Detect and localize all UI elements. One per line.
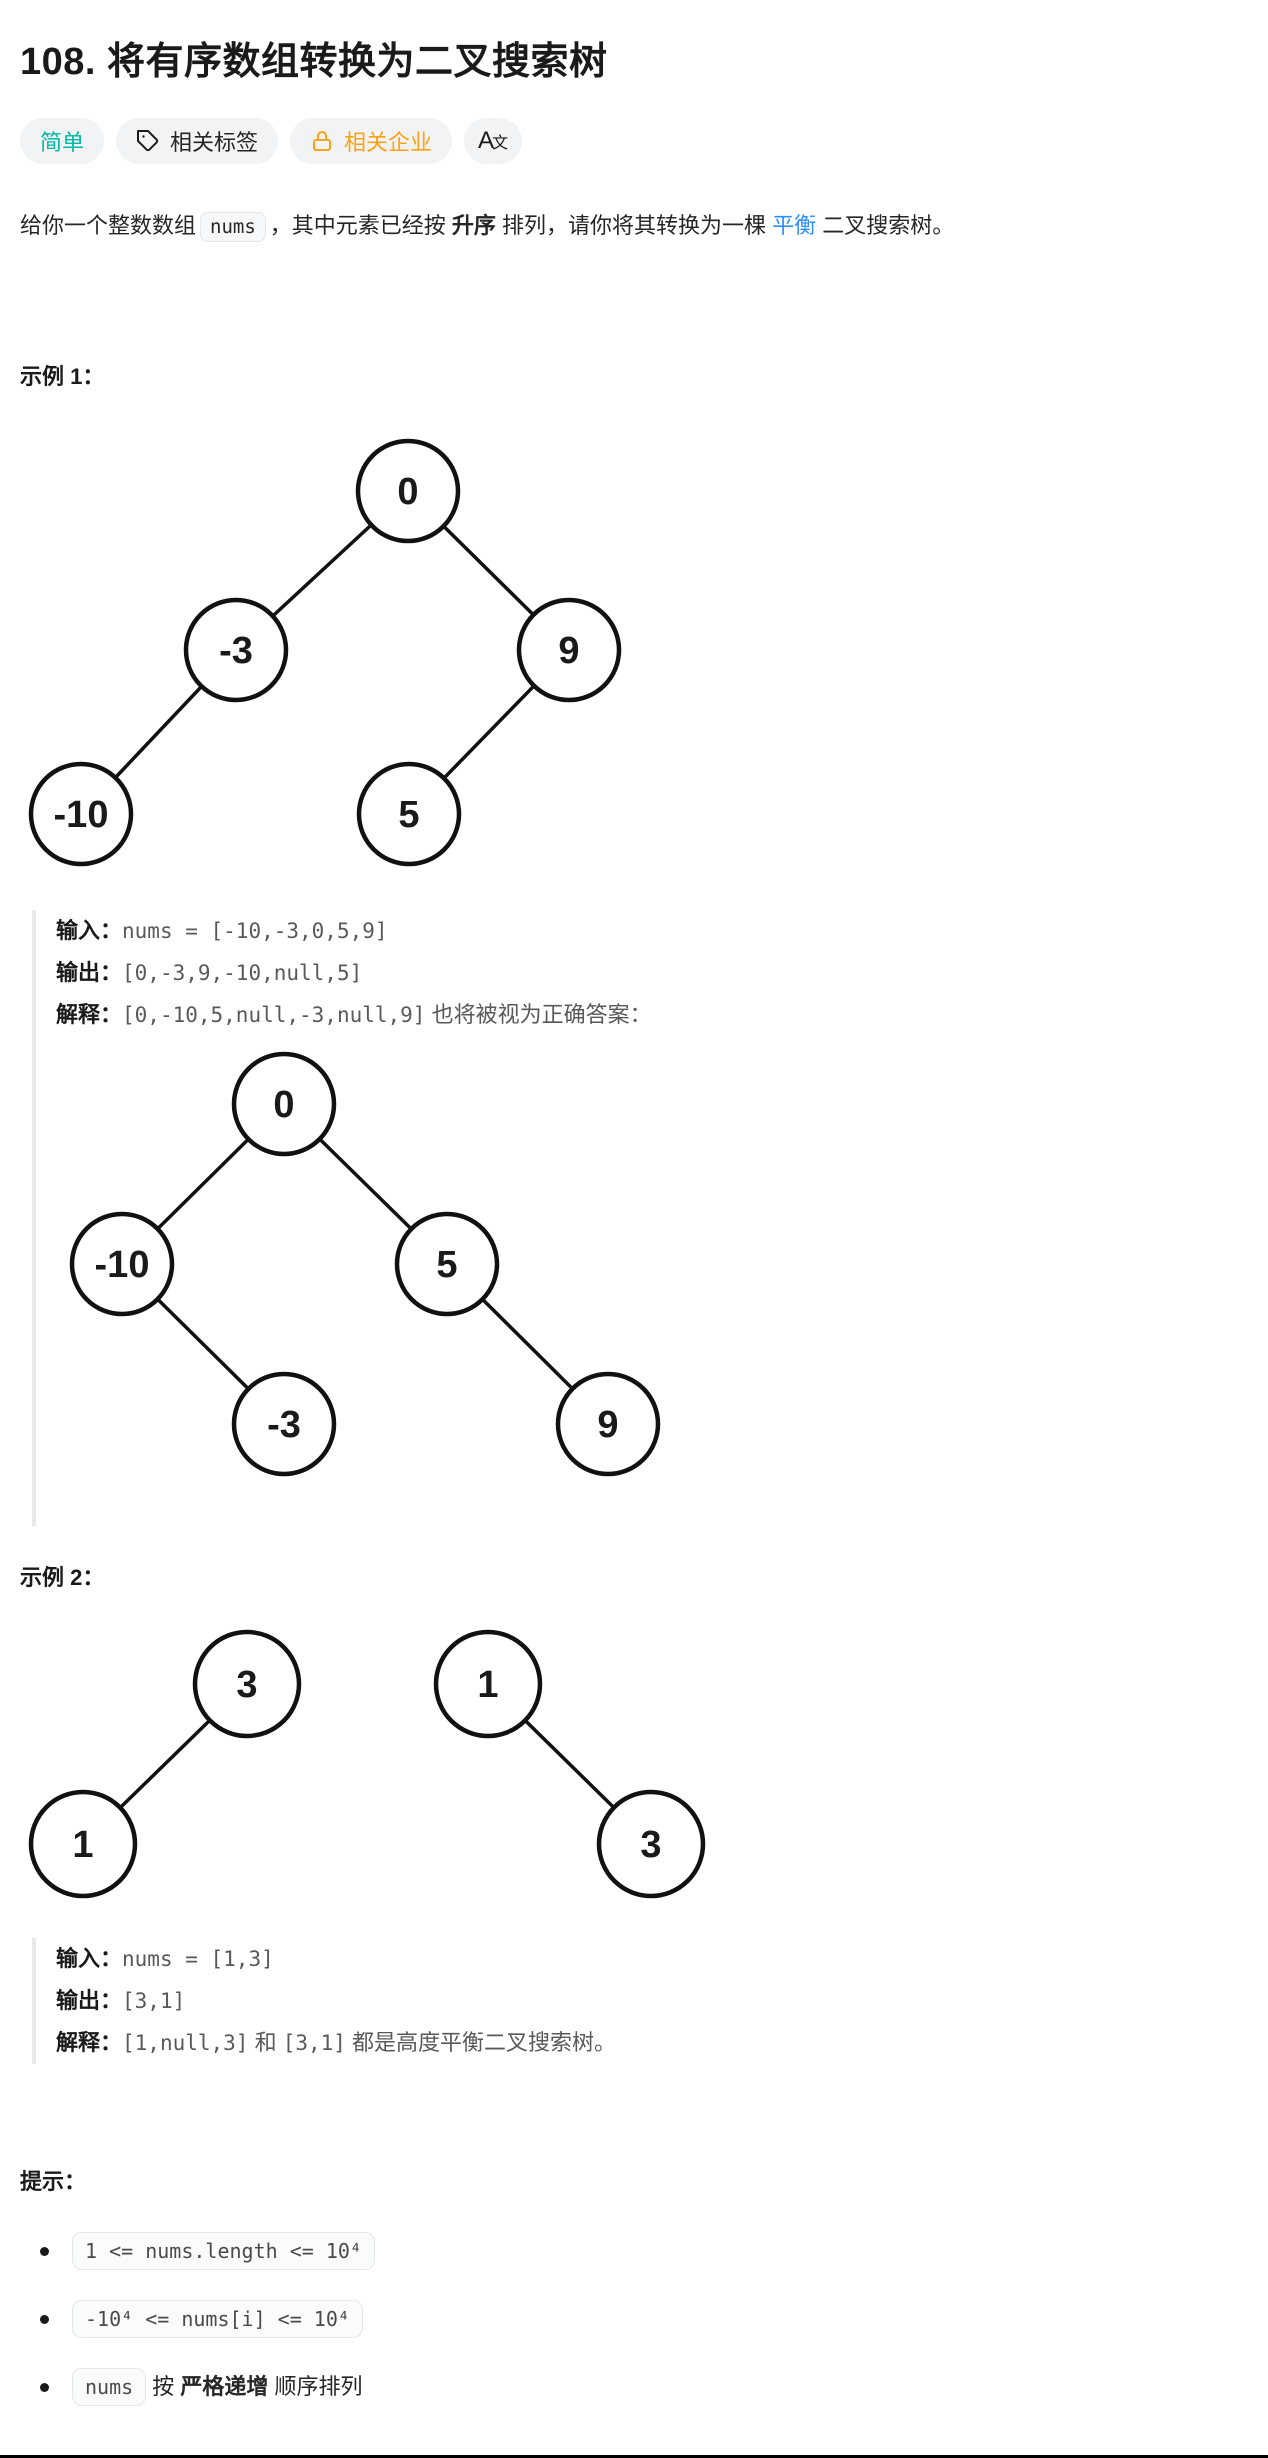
explain-text: 也将被视为正确答案： <box>425 1002 652 1027</box>
example2-io-block: 输入：nums = [1,3] 输出：[3,1] 解释：[1,null,3] 和… <box>32 1938 1248 2064</box>
tree-node <box>192 1629 302 1739</box>
example1-tree-diagram: 0 -3 9 -10 5 <box>28 438 622 867</box>
tree-node-value: 9 <box>558 630 579 672</box>
statement-text: 二叉搜索树。 <box>816 213 955 238</box>
constraint-item: nums 按 严格递增 顺序排列 <box>20 2366 1248 2408</box>
hints-heading: 提示： <box>20 2169 87 2194</box>
constraint-code: 1 <= nums.length <= 10⁴ <box>72 2232 375 2270</box>
tree-node-value: 5 <box>398 794 419 836</box>
constraint-item: -10⁴ <= nums[i] <= 10⁴ <box>20 2298 1248 2340</box>
output-label: 输出： <box>56 960 123 985</box>
text-format-toggle-button[interactable]: A文 <box>464 118 523 164</box>
example2-input-line: 输入：nums = [1,3] <box>56 1938 1248 1980</box>
difficulty-label: 简单 <box>40 130 85 155</box>
example1-explain-line: 解释：[0,-10,5,null,-3,null,9] 也将被视为正确答案： <box>56 994 1248 1036</box>
constraints-list: 1 <= nums.length <= 10⁴ -10⁴ <= nums[i] … <box>20 2230 1248 2408</box>
page-title: 108. 将有序数组转换为二叉搜索树 <box>20 41 608 83</box>
constraint-item: 1 <= nums.length <= 10⁴ <box>20 2230 1248 2272</box>
tree-node <box>28 1789 138 1899</box>
tree-node <box>394 1211 500 1317</box>
tree-node <box>516 597 622 703</box>
output-label: 输出： <box>56 1988 123 2013</box>
related-companies-button[interactable]: 相关企业 <box>290 118 453 164</box>
format-icon: A文 <box>478 127 509 154</box>
lock-icon <box>310 129 334 153</box>
example1-output-line: 输出：[0,-3,9,-10,null,5] <box>56 952 1248 994</box>
example2-explain-line: 解释：[1,null,3] 和 [3,1] 都是高度平衡二叉搜索树。 <box>56 2022 1248 2064</box>
tree-node-value: -3 <box>219 630 253 672</box>
constraint-code: -10⁴ <= nums[i] <= 10⁴ <box>72 2300 363 2338</box>
tree-node-value: 1 <box>72 1824 93 1866</box>
explain-code: [1,null,3] <box>122 2031 249 2055</box>
tree-node-value: -3 <box>267 1404 301 1446</box>
related-companies-label: 相关企业 <box>344 130 433 155</box>
example2-trees-diagram: 3 1 1 3 <box>28 1629 706 1899</box>
constraint-bold: 严格递增 <box>180 2374 269 2399</box>
input-value: nums = [1,3] <box>122 1947 274 1971</box>
tree-node-value: 0 <box>397 471 418 513</box>
bottom-divider <box>0 2455 1268 2458</box>
explain-code: [0,-10,5,null,-3,null,9] <box>122 1003 426 1027</box>
tag-row: 简单 相关标签 相关企业 A文 <box>20 118 1248 164</box>
example1-heading: 示例 1： <box>20 364 105 389</box>
tree-node <box>356 761 462 867</box>
explain-code: [3,1] <box>282 2031 346 2055</box>
tree-node <box>596 1789 706 1899</box>
example2-output-line: 输出：[3,1] <box>56 1980 1248 2022</box>
explain-label: 解释： <box>56 1002 123 1027</box>
statement-bold: 升序 <box>451 213 496 238</box>
explain-label: 解释： <box>56 2030 123 2055</box>
tree-node <box>231 1051 337 1157</box>
tree-node-value: -10 <box>95 1244 150 1286</box>
output-value: [0,-3,9,-10,null,5] <box>122 961 363 985</box>
tree-node-value: 1 <box>477 1664 498 1706</box>
output-value: [3,1] <box>122 1989 186 2013</box>
inline-code-nums: nums <box>200 212 266 242</box>
constraint-text: 按 <box>146 2374 181 2399</box>
statement-text: 排列，请你将其转换为一棵 <box>495 213 773 238</box>
related-tags-label: 相关标签 <box>170 130 259 155</box>
tree-node-value: 3 <box>236 1664 257 1706</box>
tree-node <box>355 438 461 544</box>
explain-text: 都是高度平衡二叉搜索树。 <box>345 2030 617 2055</box>
example1-io-block: 输入：nums = [-10,-3,0,5,9] 输出：[0,-3,9,-10,… <box>32 910 1248 1526</box>
tree-node <box>28 761 134 867</box>
explain-text: 和 <box>248 2030 283 2055</box>
tree-node-value: 9 <box>597 1404 618 1446</box>
input-label: 输入： <box>56 918 123 943</box>
constraint-text: 顺序排列 <box>268 2374 363 2399</box>
tree-node <box>69 1211 175 1317</box>
tree-node <box>231 1371 337 1477</box>
constraint-code: nums <box>72 2368 147 2406</box>
tree-node-value: 0 <box>273 1084 294 1126</box>
statement-text: ，其中元素已经按 <box>269 213 452 238</box>
input-label: 输入： <box>56 1946 123 1971</box>
tree-node <box>555 1371 661 1477</box>
example2-heading: 示例 2： <box>20 1565 105 1590</box>
tree-node <box>183 597 289 703</box>
tree-node-value: 5 <box>436 1244 457 1286</box>
example1-alt-tree-diagram: 0 -10 5 -3 9 <box>69 1051 661 1477</box>
tag-icon <box>136 129 160 153</box>
statement-text: 给你一个整数数组 <box>20 213 197 238</box>
tree-node <box>433 1629 543 1739</box>
tree-node-value: -10 <box>54 794 109 836</box>
example1-input-line: 输入：nums = [-10,-3,0,5,9] <box>56 910 1248 952</box>
problem-description-panel: 108. 将有序数组转换为二叉搜索树 简单 相关标签 相关企业 A文 给你一个整… <box>20 41 1248 2408</box>
tree-node-value: 3 <box>640 1824 661 1866</box>
difficulty-badge: 简单 <box>20 118 105 164</box>
input-value: nums = [-10,-3,0,5,9] <box>122 919 388 943</box>
related-tags-button[interactable]: 相关标签 <box>116 118 279 164</box>
balanced-link[interactable]: 平衡 <box>772 213 817 238</box>
